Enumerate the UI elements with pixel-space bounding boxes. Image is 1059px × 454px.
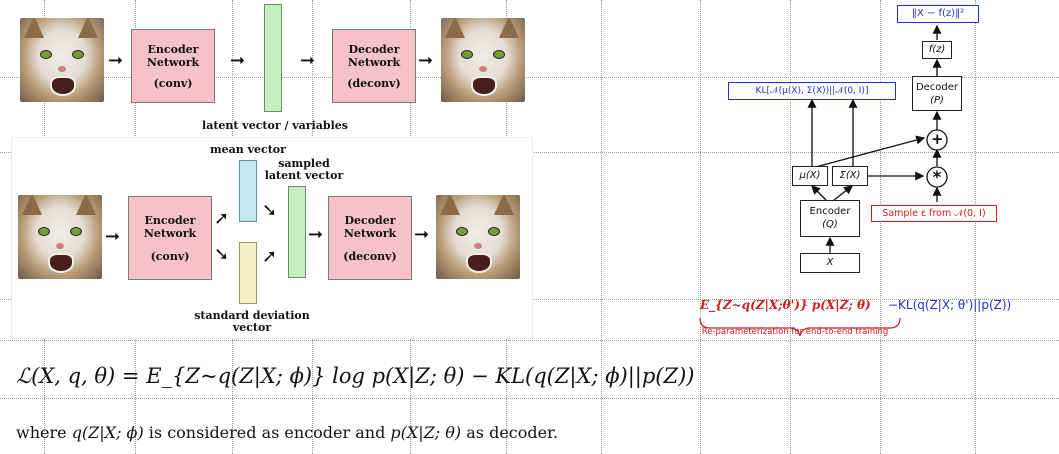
arrow-down-right-icon: ➘ [262,200,278,221]
expectation-term: E_{Z~q(Z|X;θ')} p(X|Z; θ) [700,298,871,312]
vae-encoder-box: Encoder Network (conv) [128,196,212,280]
std-label-line1: standard deviation [194,309,310,322]
arrow-right-icon: ➞ [105,226,121,247]
kl-divergence-box: KL[𝒩(μ(X), Σ(X))||𝒩(0, I)] [728,82,896,100]
sample-epsilon-box: Sample ε from 𝒩(0, I) [871,205,997,222]
arrow-right-icon: ➞ [308,224,324,245]
arrow-up-right-icon: ➚ [262,246,278,267]
vae-output-cat-image [436,195,520,279]
decoder-p-title: Decoder [915,82,959,93]
output-cat-image [441,18,525,102]
sigma-box: Σ(X) [832,166,868,186]
arrow-right-icon: ➞ [414,224,430,245]
plus-symbol: + [931,130,944,148]
sampled-label-line2: latent vector [264,169,344,182]
mean-vector-bar [239,160,257,222]
explanation-prefix: where [16,423,67,442]
encoder-type: (conv) [153,76,193,90]
mu-box: μ(X) [792,166,828,186]
decoder-sub: Network [347,55,401,69]
input-x-box: X [800,253,860,273]
latent-vector-bar [264,4,282,112]
decoder-expression: p(X|Z; θ) [390,423,462,442]
std-vector-bar [239,242,257,304]
vae-encoder-title: Encoder [144,213,196,227]
fz-box: f(z) [922,41,952,59]
mean-vector-label: mean vector [210,143,286,156]
vae-diagram: ➞ Encoder Network (conv) ➚ ➘ mean vector… [12,138,532,338]
sampled-latent-bar [288,186,306,278]
vae-encoder-sub: Network [143,226,197,240]
vae-encoder-type: (conv) [150,249,190,263]
decoder-p-param: (P) [930,95,944,106]
sampled-label: sampled latent vector [264,158,344,182]
times-symbol: * [932,168,942,188]
arrow-right-icon: ➞ [300,50,316,71]
arrow-up-right-icon: ➚ [214,208,230,229]
encoder-expression: q(Z|X; ϕ) [71,423,144,442]
vae-decoder-title: Decoder [344,213,396,227]
vae-decoder-sub: Network [343,226,397,240]
encoder-q-box: Encoder (Q) [800,200,860,237]
encoder-q-param: (Q) [822,219,838,230]
encoder-title: Encoder [147,42,199,56]
input-cat-image [20,18,104,102]
sampled-label-line1: sampled [278,157,330,170]
autoencoder-diagram: ➞ Encoder Network (conv) ➞ ➞ Decoder Net… [0,0,540,140]
encoder-network-box: Encoder Network (conv) [131,29,215,103]
vae-loss-formula: ℒ(X, q, θ) = E_{Z~q(Z|X; ϕ)} log p(X|Z; … [16,364,695,388]
arrow-right-icon: ➞ [418,50,434,71]
vae-input-cat-image [18,195,102,279]
std-vector-label: standard deviation vector [192,310,312,334]
explanation-suffix: as decoder. [466,423,559,442]
arrow-right-icon: ➞ [108,50,124,71]
encoder-sub: Network [146,55,200,69]
decoder-p-box: Decoder (P) [912,76,962,111]
explanation-text: where q(Z|X; ϕ) is considered as encoder… [16,423,558,442]
arrow-down-right-icon: ➘ [214,244,230,265]
reparam-note: Re-parameterization for end-to-end train… [701,327,889,337]
explanation-middle: is considered as encoder and [148,423,386,442]
encoder-q-title: Encoder [809,206,851,217]
decoder-title: Decoder [348,42,400,56]
vae-decoder-box: Decoder Network (deconv) [328,196,412,280]
kl-term: −KL(q(Z|X; θ')||p(Z)) [888,298,1012,312]
decoder-type: (deconv) [347,76,401,90]
decoder-network-box: Decoder Network (deconv) [332,29,416,103]
reconstruction-loss-box: ‖X − f(z)‖² [897,5,979,23]
std-label-line2: vector [232,321,272,334]
vae-decoder-type: (deconv) [343,249,397,263]
latent-vector-label: latent vector / variables [202,119,348,132]
arrow-right-icon: ➞ [230,50,246,71]
